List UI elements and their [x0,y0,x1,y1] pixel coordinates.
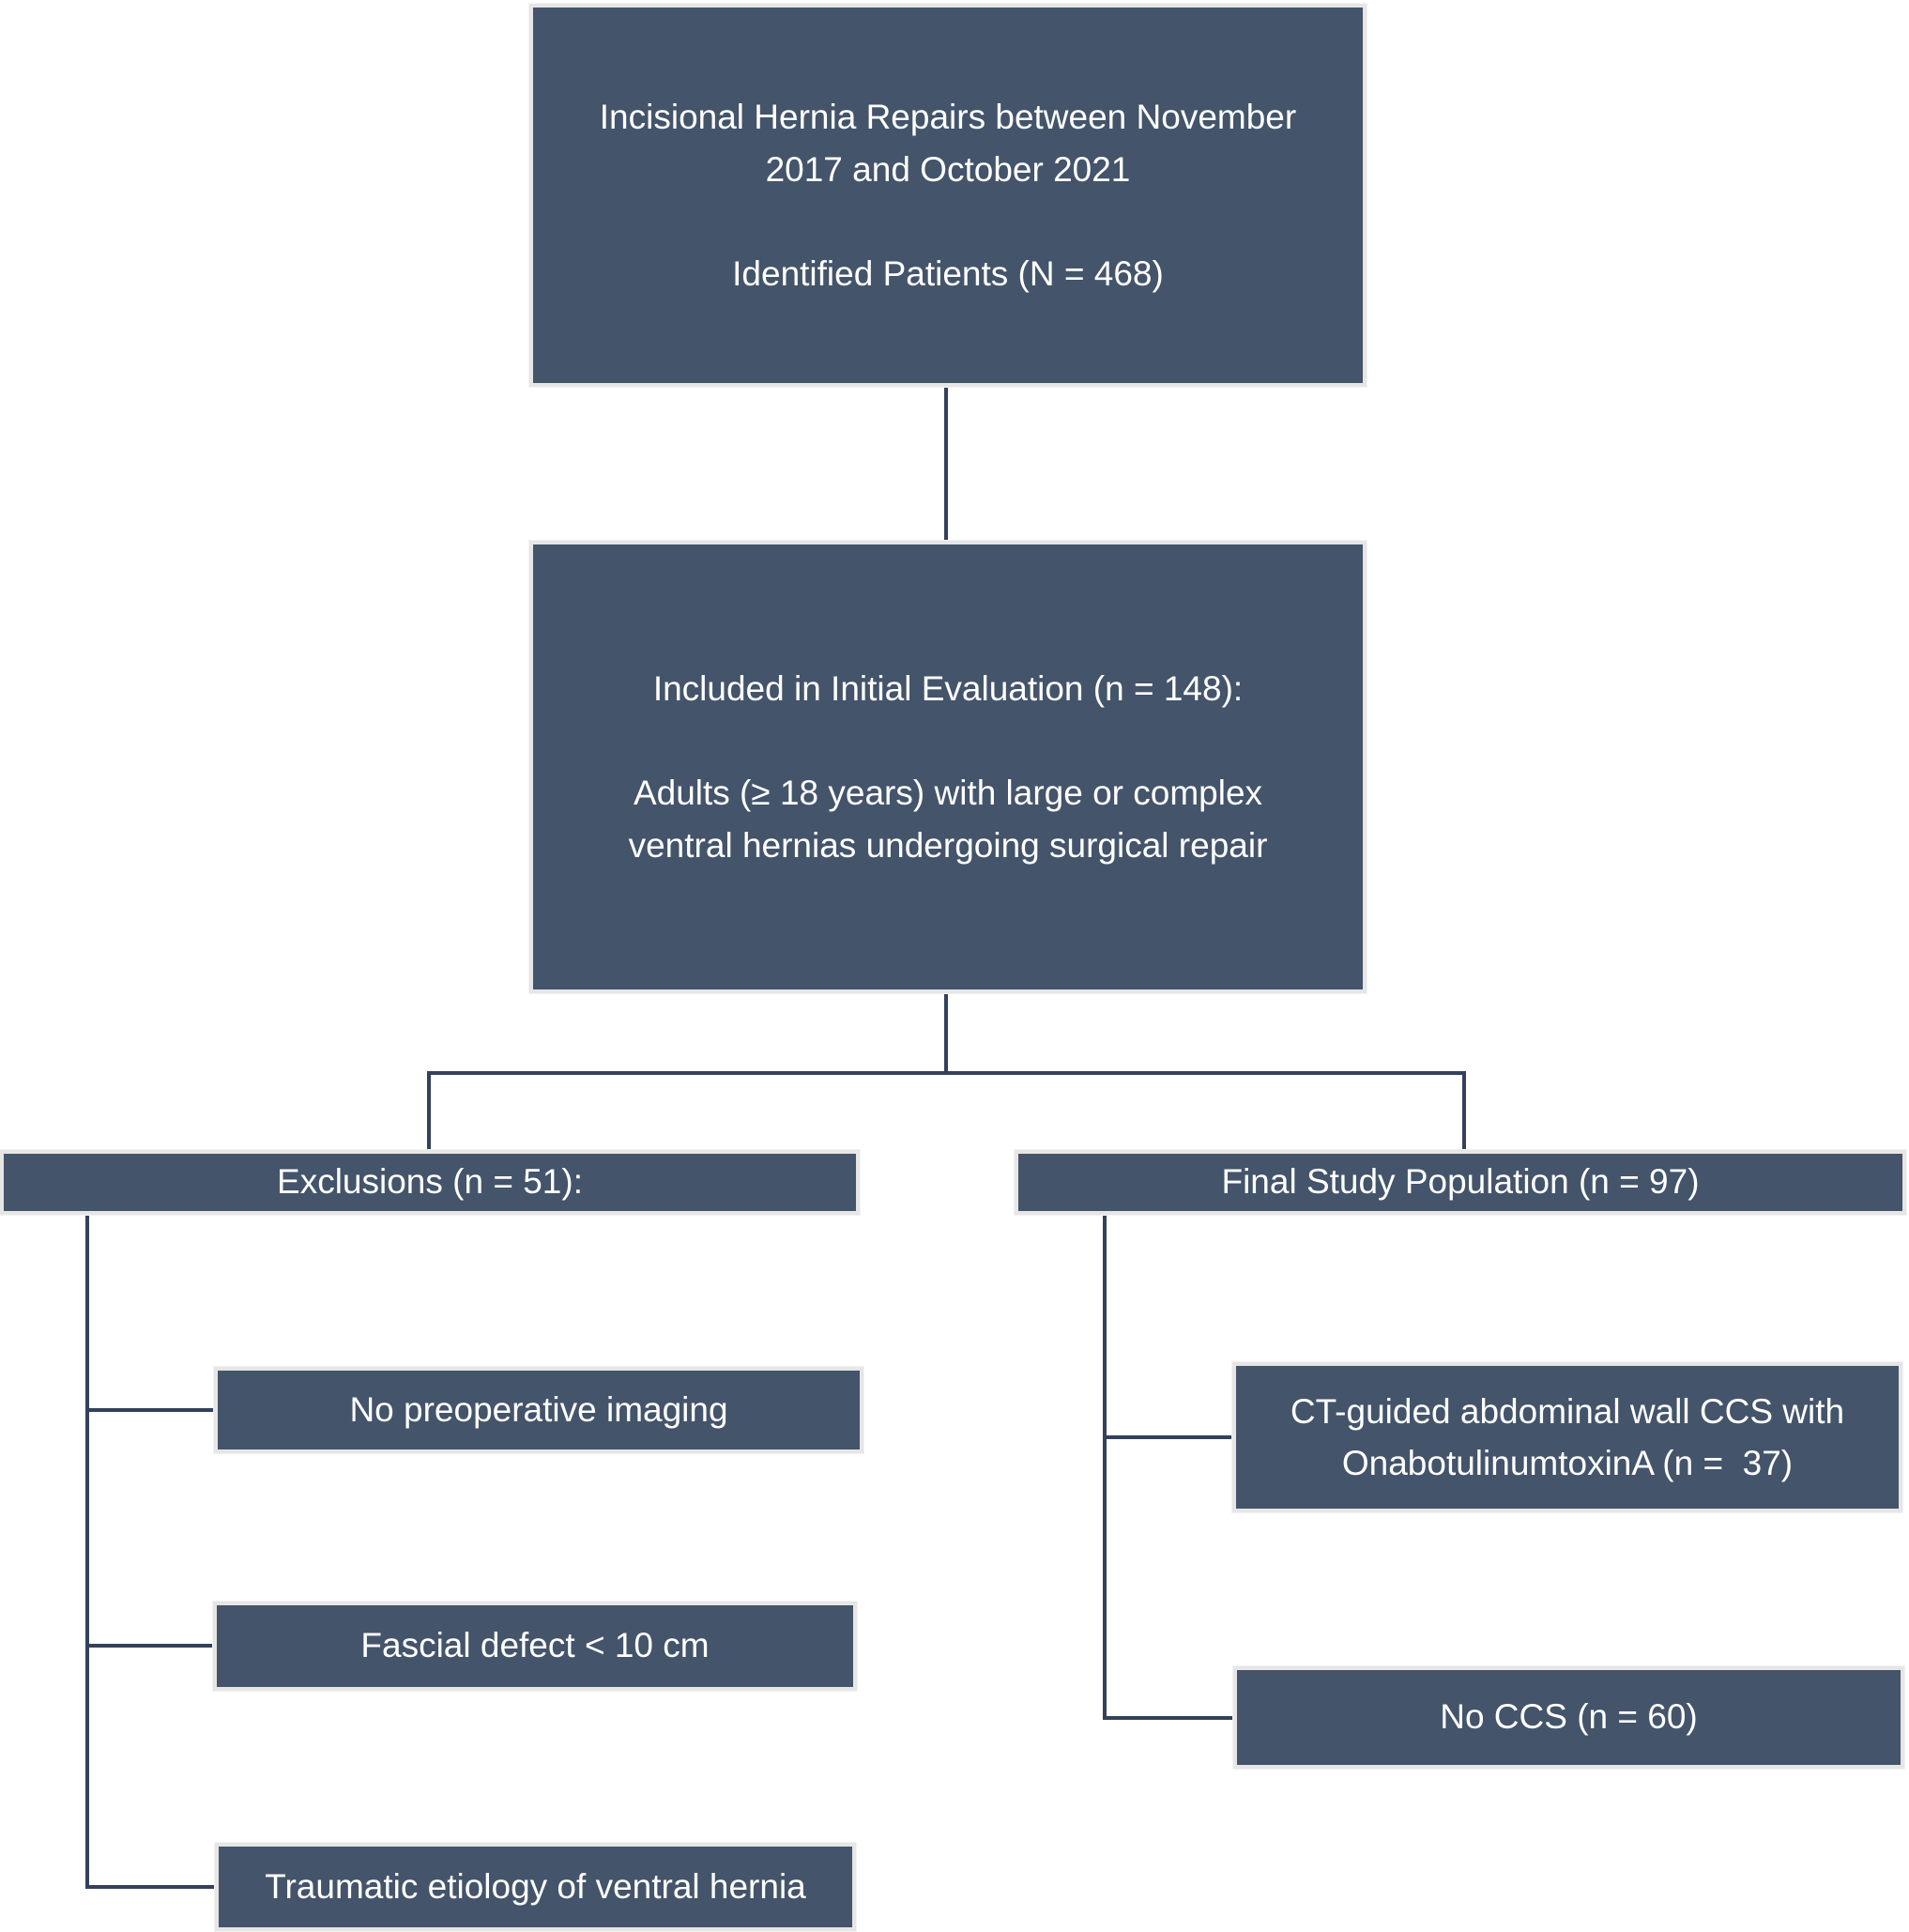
box-exclusion-no-preoperative-imaging: No preoperative imaging [213,1366,864,1454]
box-identified-patients: Incisional Hernia Repairs between Novemb… [528,3,1367,388]
box-exclusions-header: Exclusions (n = 51): [0,1149,861,1216]
box-no-ccs-text: No CCS (n = 60) [1440,1697,1698,1737]
connector-right-branch-2 [1105,1716,1237,1720]
box-final-study-population-text: Final Study Population (n = 97) [1221,1162,1700,1202]
box-no-ccs: No CCS (n = 60) [1232,1665,1905,1770]
connector-identified-to-included [944,381,948,544]
box-exclusion-traumatic-etiology: Traumatic etiology of ventral hernia [214,1842,857,1932]
box-final-study-population: Final Study Population (n = 97) [1014,1149,1907,1216]
box-identified-patients-text: Incisional Hernia Repairs between Novemb… [599,98,1297,293]
box-initial-evaluation-text: Included in Initial Evaluation (n = 148)… [628,669,1268,865]
connector-branch-horizontal [427,1071,1466,1075]
box-exclusions-header-text: Exclusions (n = 51): [277,1162,583,1202]
box-ct-guided-ccs-text: CT-guided abdominal wall CCS with Onabot… [1290,1391,1845,1483]
connector-left-branch-1 [87,1408,218,1412]
box-exclusion-no-preoperative-imaging-text: No preoperative imaging [349,1389,728,1429]
connector-left-trunk [85,1213,89,1889]
connector-branch-left-drop [427,1071,431,1156]
connector-right-branch-1 [1105,1435,1236,1439]
connector-left-branch-2 [87,1644,217,1648]
box-exclusion-fascial-defect: Fascial defect < 10 cm [212,1601,858,1692]
box-ct-guided-ccs: CT-guided abdominal wall CCS with Onabot… [1231,1361,1903,1513]
connector-left-branch-3 [87,1885,219,1889]
connector-included-down [944,989,948,1075]
box-exclusion-traumatic-etiology-text: Traumatic etiology of ventral hernia [265,1866,806,1906]
box-exclusion-fascial-defect-text: Fascial defect < 10 cm [360,1626,710,1665]
connector-right-trunk [1103,1213,1107,1720]
box-initial-evaluation: Included in Initial Evaluation (n = 148)… [528,540,1367,994]
connector-branch-right-drop [1462,1071,1466,1156]
